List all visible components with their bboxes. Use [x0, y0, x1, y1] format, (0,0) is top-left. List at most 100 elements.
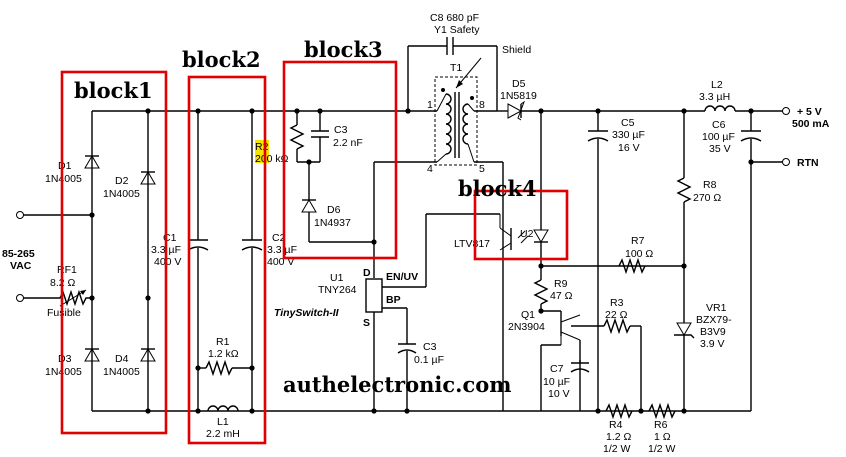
- t1-ref: T1: [450, 62, 462, 74]
- r8-value: 270 Ω: [693, 192, 721, 204]
- r9-ref: R9: [554, 278, 568, 290]
- u1-ref: U1: [330, 272, 344, 284]
- r1-ref: R1: [216, 336, 230, 348]
- r1-value: 1.2 kΩ: [208, 348, 239, 360]
- vr1-voltage: 3.9 V: [700, 338, 725, 350]
- iout-label: 500 mA: [792, 118, 830, 130]
- block1-label: block1: [74, 78, 153, 103]
- d2-ref: D2: [115, 175, 129, 187]
- r7-value: 100 Ω: [625, 248, 653, 260]
- block3-label: block3: [304, 37, 383, 62]
- block2-label: block2: [182, 47, 261, 72]
- r2-ref: R2: [255, 141, 269, 153]
- r4-power: 1/2 W: [603, 443, 631, 455]
- r6-ref: R6: [654, 419, 668, 431]
- rf1-ref: RF1: [57, 264, 77, 276]
- c1-voltage: 400 V: [154, 256, 181, 268]
- q1-ref: Q1: [521, 309, 535, 321]
- c3a-value: 2.2 nF: [333, 137, 363, 149]
- block4-box: [473, 189, 569, 261]
- block2-box: [187, 75, 267, 445]
- rf1-note: Fusible: [47, 307, 81, 319]
- u2-value: LTV817: [454, 238, 490, 250]
- u1-family: TinySwitch-II: [274, 307, 340, 319]
- r2-value-highlight: [255, 152, 269, 163]
- d5-ref: D5: [512, 78, 526, 90]
- r2-value: 200 kΩ: [255, 153, 289, 165]
- t1-pin5: 5: [479, 163, 485, 175]
- c5-voltage: 16 V: [618, 142, 640, 154]
- u1-value: TNY264: [318, 284, 357, 296]
- r9-value: 47 Ω: [550, 290, 573, 302]
- c5-ref: C5: [621, 117, 635, 129]
- c2-value: 3.3 µF: [267, 244, 297, 256]
- c6-voltage: 35 V: [709, 143, 731, 155]
- rf1-resistor: RF1 8.2 Ω Fusible: [47, 264, 92, 319]
- ac-input: 85-265 VAC: [2, 211, 92, 302]
- d1-ref: D1: [58, 160, 72, 172]
- optocoupler-feedback: U2 LTV817 R7 100 Ω R9 47 Ω Q1 2N3904 R3 …: [425, 108, 684, 455]
- r4-value: 1.2 Ω: [606, 431, 632, 443]
- r6-value: 1 Ω: [654, 431, 671, 443]
- c3b-value: 0.1 µF: [414, 354, 444, 366]
- input-voltage-label: 85-265: [2, 248, 35, 260]
- c6-ref: C6: [712, 119, 726, 131]
- input-filter: C1 3.3 µF 400 V C2 3.3 µF 400 V R1 1.2 k…: [151, 108, 297, 440]
- u1-tinyswitch: D EN/UV BP S U1 TNY264 TinySwitch-II C3 …: [274, 267, 444, 414]
- d1-value: 1N4005: [45, 173, 82, 185]
- rtn-label: RTN: [797, 157, 819, 169]
- l2-ref: L2: [711, 79, 723, 91]
- c8-value: Y1 Safety: [434, 24, 480, 36]
- r8-ref: R8: [703, 179, 717, 191]
- r6-power: 1/2 W: [648, 443, 676, 455]
- l1-value: 2.2 mH: [206, 428, 240, 440]
- d4-ref: D4: [115, 353, 129, 365]
- u1-pin-en: EN/UV: [386, 271, 418, 283]
- t1-pin8: 8: [479, 99, 485, 111]
- t1-shield: Shield: [502, 44, 531, 56]
- watermark: authelectronic.com: [283, 372, 511, 397]
- r4-ref: R4: [609, 419, 623, 431]
- vr1-part: BZX79-: [696, 314, 732, 326]
- c3a-ref: C3: [334, 124, 348, 136]
- l2-value: 3.3 µH: [699, 91, 730, 103]
- c3b-ref: C3: [423, 341, 437, 353]
- secondary-output: D5 1N5819 C5 330 µF 16 V L2 3.3 µH C6 10…: [497, 78, 830, 414]
- block1-box: [60, 70, 168, 435]
- vout-label: + 5 V: [797, 106, 822, 118]
- c8-ref: C8 680 pF: [430, 12, 479, 24]
- input-unit-label: VAC: [10, 260, 32, 272]
- snubber-clamp: R2 200 kΩ C3 2.2 nF D6 1N4937: [255, 108, 437, 278]
- transformer-t1: C8 680 pF Y1 Safety Shield T1 1 4 8 5: [405, 12, 531, 175]
- c2-ref: C2: [272, 232, 286, 244]
- c5-value: 330 µF: [612, 129, 645, 141]
- c6-value: 100 µF: [702, 131, 735, 143]
- d6-value: 1N4937: [314, 217, 351, 229]
- d5-value: 1N5819: [500, 90, 537, 102]
- u1-pin-d: D: [363, 267, 371, 279]
- c7-value: 10 µF: [543, 376, 570, 388]
- u1-pin-s: S: [363, 317, 370, 329]
- block3-box: [282, 60, 398, 260]
- d4-value: 1N4005: [103, 366, 140, 378]
- c7-voltage: 10 V: [548, 388, 570, 400]
- t1-pin4: 4: [427, 163, 433, 175]
- q1-value: 2N3904: [508, 321, 545, 333]
- d6-ref: D6: [327, 204, 341, 216]
- block4-label: block4: [458, 176, 537, 201]
- c7-ref: C7: [550, 363, 564, 375]
- u1-pin-bp: BP: [386, 294, 401, 306]
- vr1-ref: VR1: [706, 302, 727, 314]
- d2-value: 1N4005: [103, 188, 140, 200]
- t1-pin1: 1: [427, 99, 433, 111]
- vr1-suffix: B3V9: [700, 326, 726, 338]
- r7-ref: R7: [631, 235, 645, 247]
- u2-ref: U2: [520, 228, 534, 240]
- d3-value: 1N4005: [45, 366, 82, 378]
- d3-ref: D3: [58, 353, 72, 365]
- r3-ref: R3: [610, 297, 624, 309]
- r3-value: 22 Ω: [605, 309, 628, 321]
- l1-ref: L1: [217, 416, 229, 428]
